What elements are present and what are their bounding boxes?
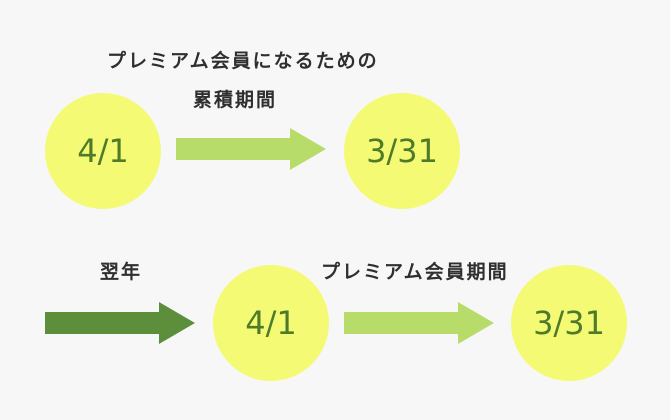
- start-date-label-row2: 4/1: [245, 304, 297, 342]
- next-year-label: 翌年: [100, 261, 143, 283]
- end-date-label-row2: 3/31: [533, 304, 605, 342]
- dark-arrow-row2: [45, 302, 195, 344]
- end-date-circle-row2: 3/31: [511, 265, 627, 381]
- start-date-label-row1: 4/1: [77, 132, 129, 170]
- accumulation-caption-line1: プレミアム会員になるための: [107, 50, 379, 72]
- end-date-circle-row1: 3/31: [344, 93, 460, 209]
- start-date-circle-row1: 4/1: [45, 93, 161, 209]
- end-date-label-row1: 3/31: [366, 132, 438, 170]
- accumulation-caption-line2: 累積期間: [193, 89, 278, 111]
- light-arrow-row1: [176, 128, 326, 170]
- start-date-circle-row2: 4/1: [213, 265, 329, 381]
- light-arrow-row2: [344, 302, 494, 344]
- member-period-label: プレミアム会員期間: [321, 261, 509, 283]
